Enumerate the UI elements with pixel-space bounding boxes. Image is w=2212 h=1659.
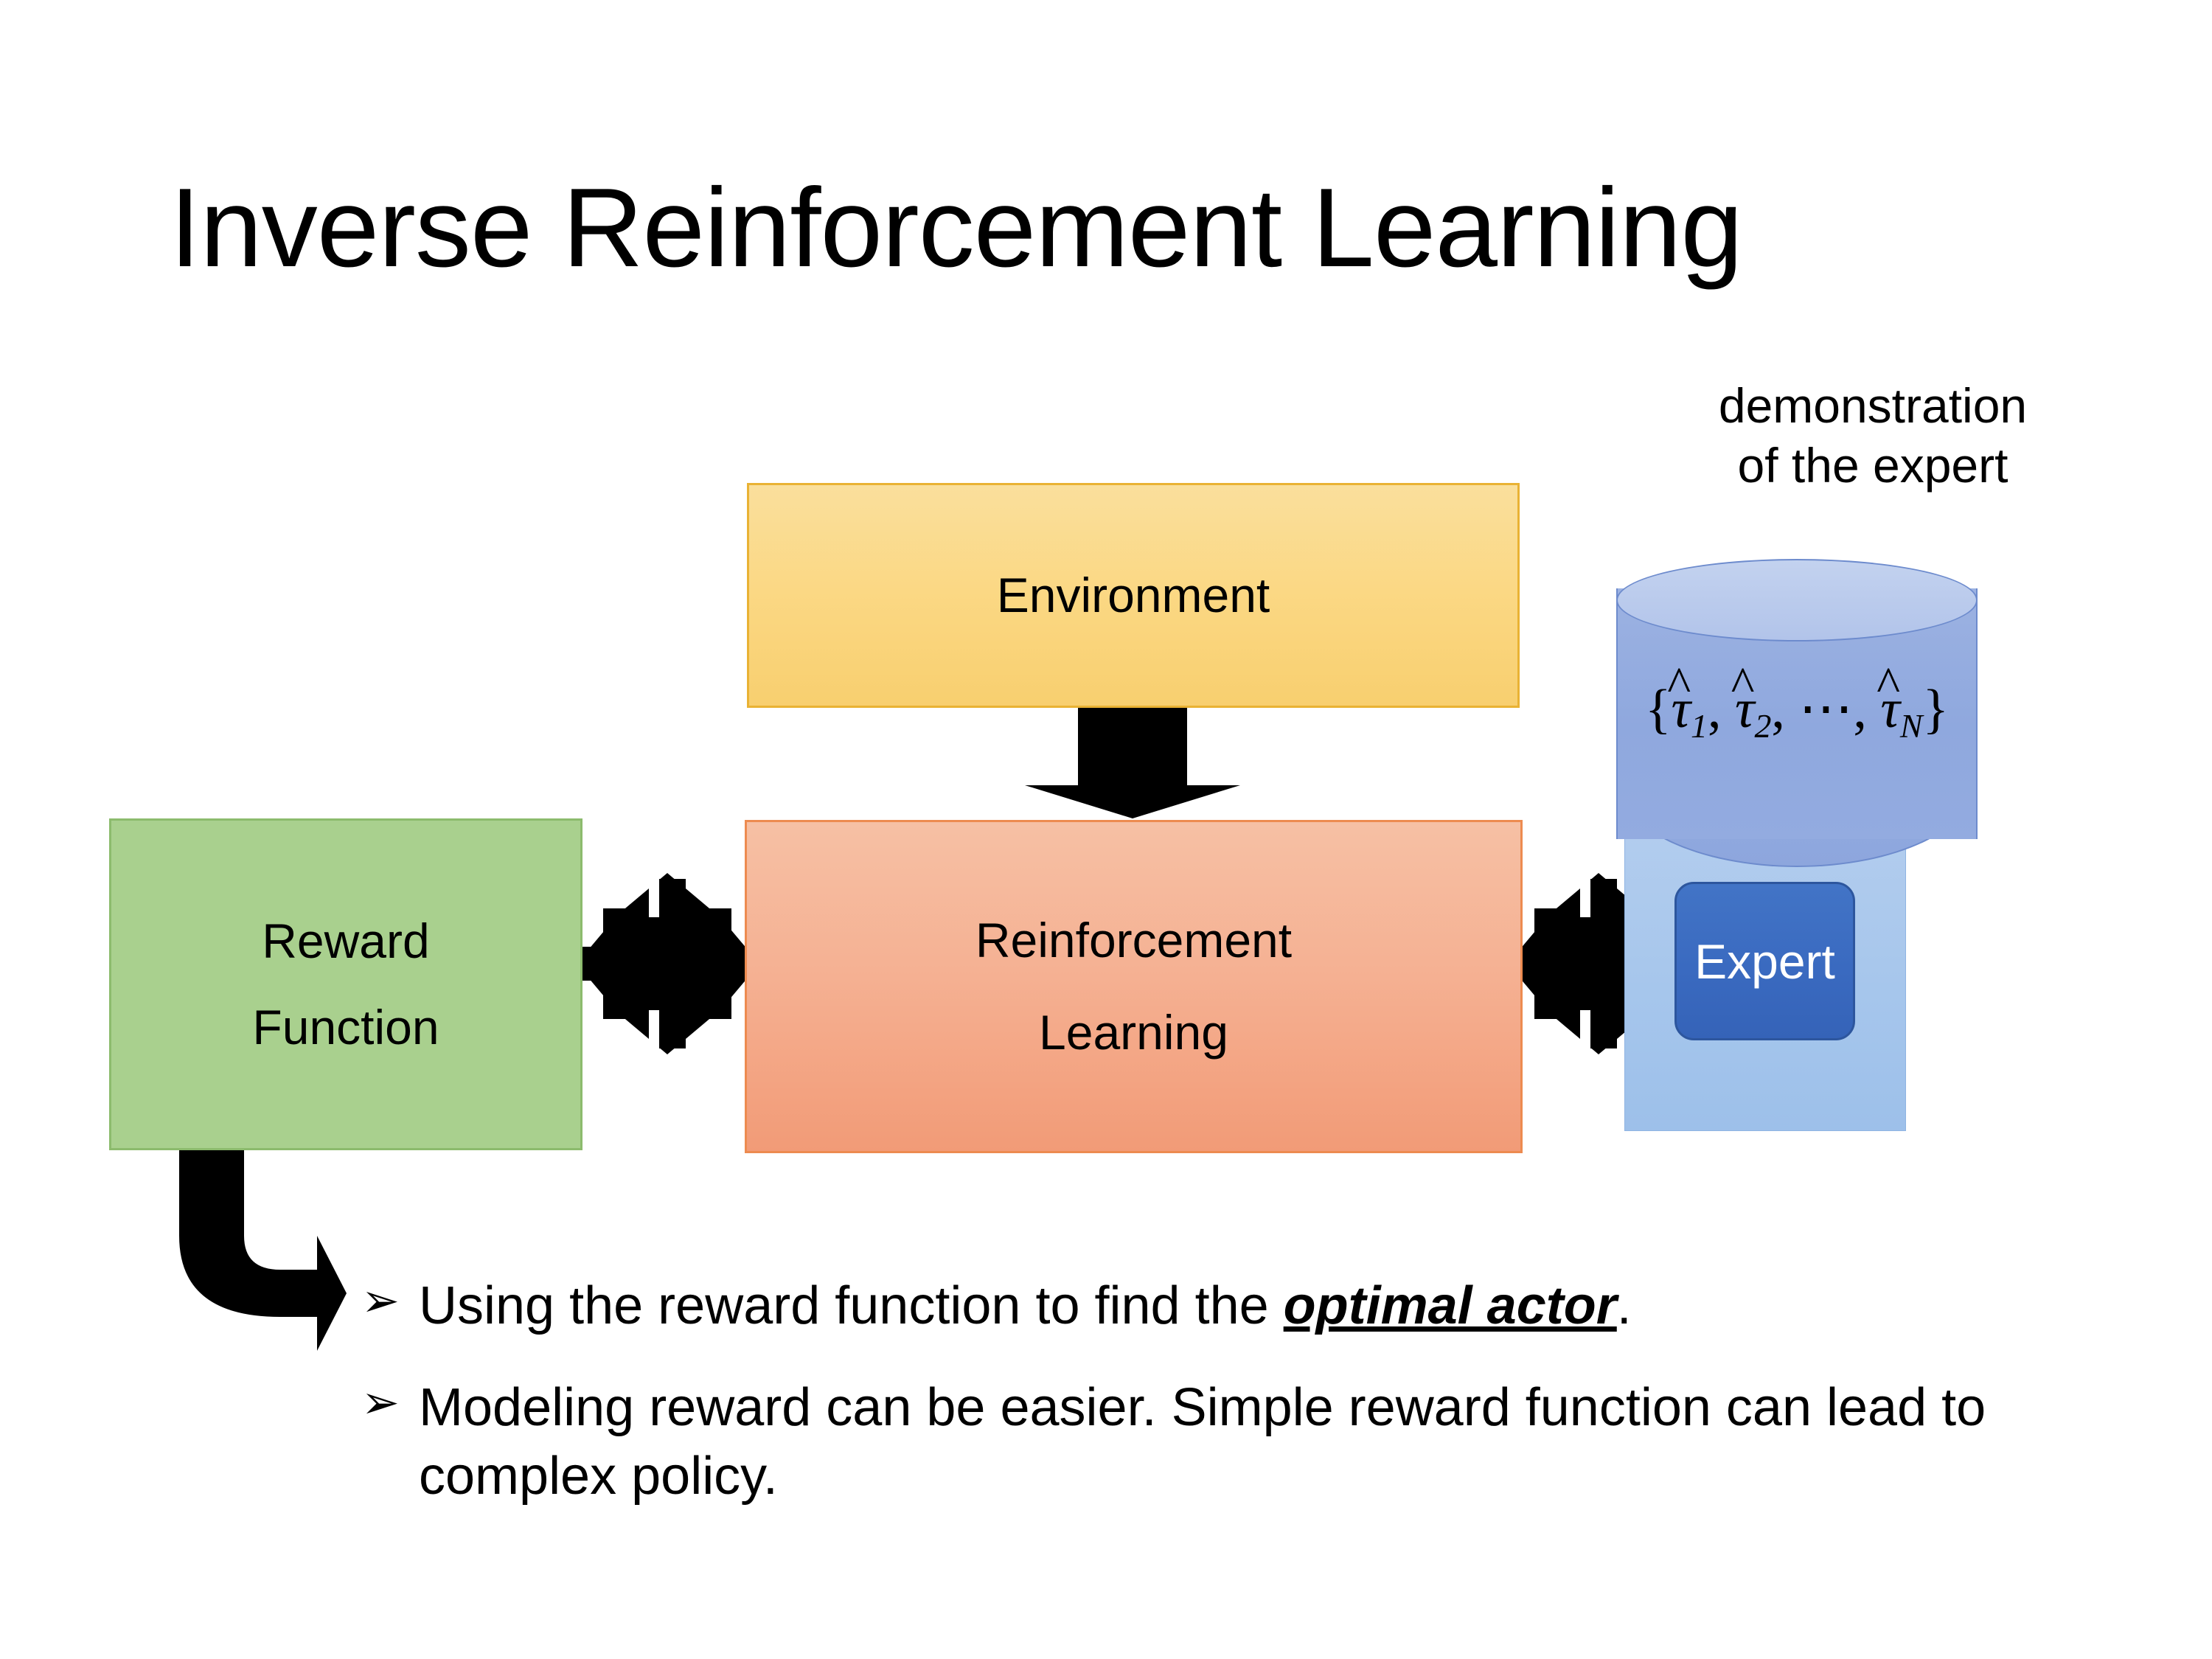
expert-box: Expert	[1674, 882, 1855, 1040]
demonstration-caption: demonstration of the expert	[1615, 376, 2131, 495]
brace-open: {	[1644, 679, 1672, 740]
tau-n-subscript: N	[1899, 706, 1923, 745]
list-item: ➢ Using the reward function to find the …	[361, 1272, 2079, 1341]
bullet-1-emphasis: optimal actor	[1283, 1276, 1617, 1335]
rl-label-line1: Reinforcement	[975, 913, 1293, 968]
demonstration-cylinder-icon: {^τ1, ^τ2, ⋯, ^τN}	[1616, 559, 1978, 869]
reward-label-line1: Reward	[262, 914, 430, 969]
tau-2-subscript: 2	[1754, 706, 1772, 745]
environment-box: Environment	[747, 483, 1520, 708]
bullet-arrowhead-icon: ➢	[361, 1377, 400, 1428]
bullet-1-text-before: Using the reward function to find the	[419, 1276, 1284, 1335]
reinforcement-learning-box: Reinforcement Learning	[745, 820, 1523, 1153]
tau-n: τ	[1880, 679, 1900, 740]
page-title: Inverse Reinforcement Learning	[170, 165, 1743, 291]
environment-label: Environment	[996, 568, 1270, 623]
bullet-2-text: Modeling reward can be easier. Simple re…	[419, 1377, 1986, 1506]
arrow-env-to-rl	[1025, 708, 1240, 818]
trajectory-set-formula: {^τ1, ^τ2, ⋯, ^τN}	[1616, 656, 1978, 745]
bullet-1-text: Using the reward function to find the op…	[419, 1272, 2079, 1341]
tau-2: τ	[1734, 679, 1755, 740]
hat-2: ^	[1731, 655, 1755, 712]
demo-caption-line2: of the expert	[1737, 437, 2008, 493]
bullet-list: ➢ Using the reward function to find the …	[361, 1272, 2079, 1544]
comma-3: ,	[1853, 679, 1867, 740]
expert-label: Expert	[1694, 933, 1835, 989]
reward-label-line2: Function	[252, 1000, 439, 1054]
hat-1: ^	[1667, 655, 1691, 712]
demo-caption-line1: demonstration	[1718, 378, 2028, 433]
rl-label-line2: Learning	[1039, 1005, 1228, 1060]
arrow-reward-to-bullet-elbow	[179, 1150, 347, 1351]
tau-1: τ	[1671, 679, 1691, 740]
bullet-arrowhead-icon: ➢	[361, 1276, 400, 1326]
cylinder-top-cap	[1616, 559, 1978, 641]
expert-panel	[1624, 820, 1906, 1131]
bullet-1-text-after: .	[1616, 1276, 1632, 1335]
hat-n: ^	[1877, 655, 1901, 712]
arrow-reward-rl-quad	[577, 872, 759, 1056]
comma-1: ,	[1707, 679, 1722, 740]
ellipsis: ⋯	[1798, 679, 1854, 740]
comma-2: ,	[1771, 679, 1785, 740]
tau-1-subscript: 1	[1691, 706, 1708, 745]
list-item: ➢ Modeling reward can be easier. Simple …	[361, 1374, 2079, 1512]
brace-close: }	[1922, 679, 1950, 740]
reward-function-box: Reward Function	[109, 818, 582, 1150]
